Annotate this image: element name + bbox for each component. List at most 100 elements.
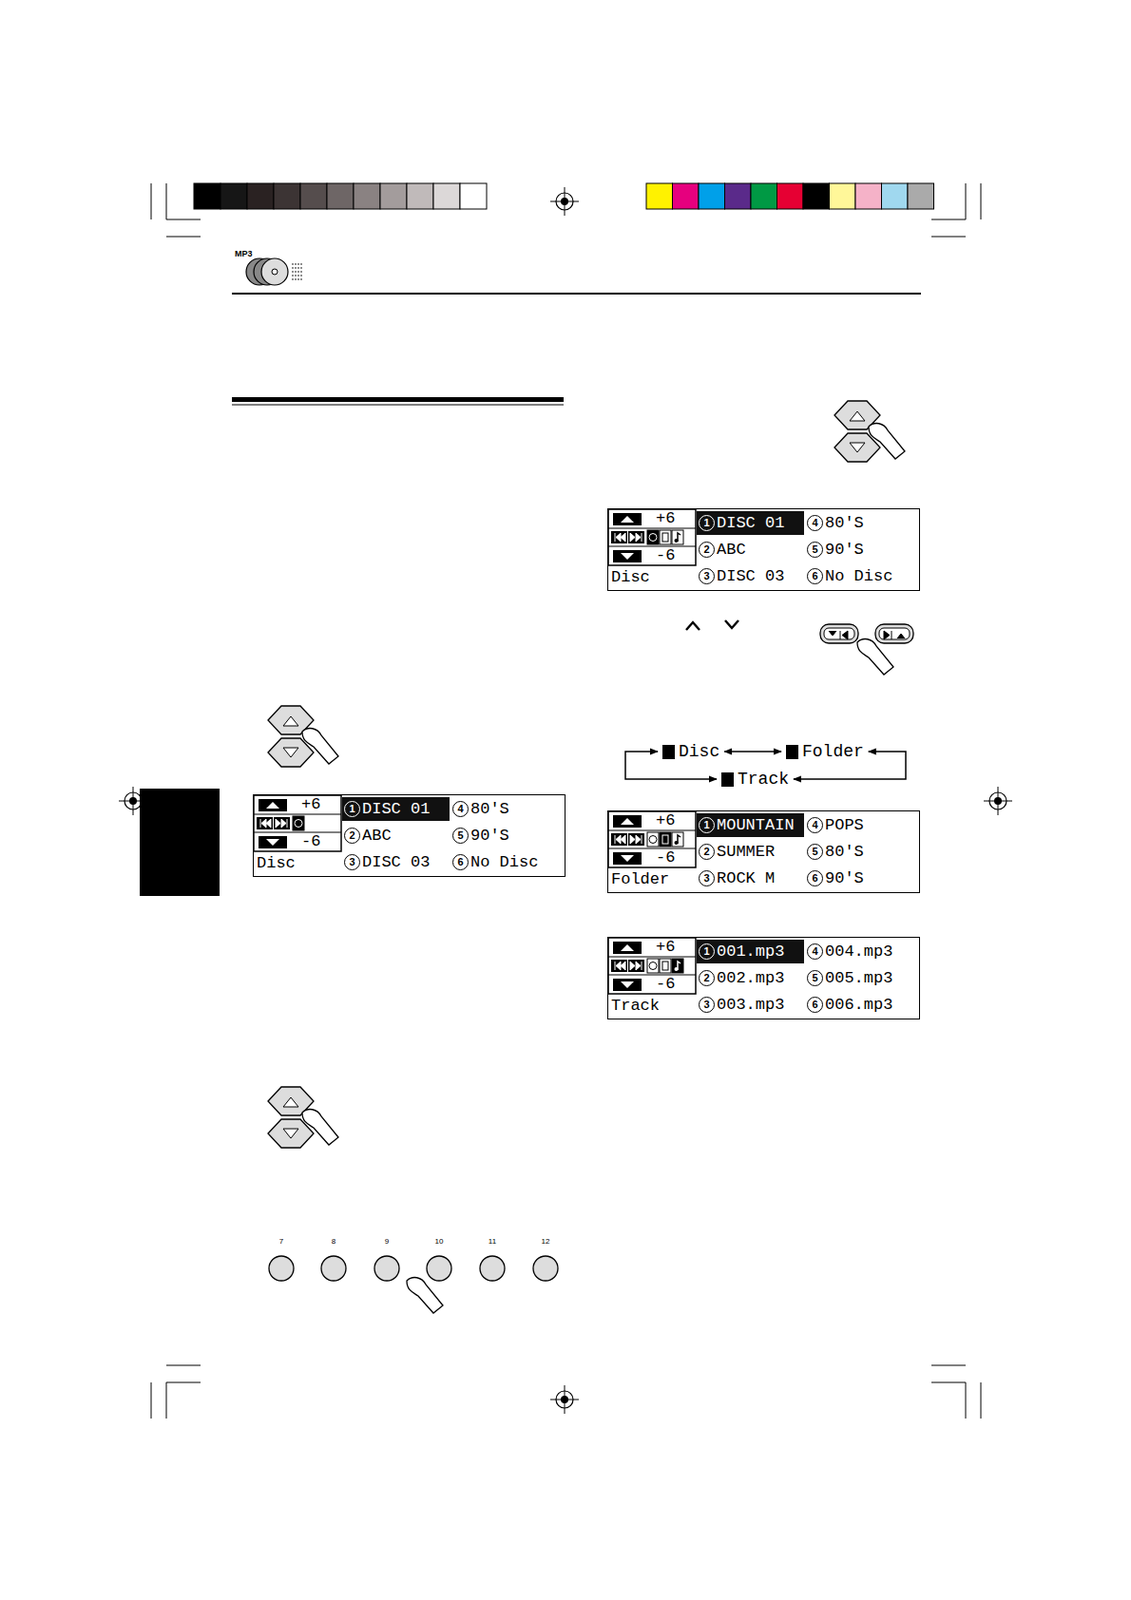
color-swatch xyxy=(725,183,752,210)
preset-number: 1 xyxy=(698,943,715,960)
preset-number: 6 xyxy=(806,568,824,585)
lcd-display: +6-6Folder1MOUNTAIN2SUMMER3ROCK M4POPS58… xyxy=(607,810,921,894)
entry-name: DISC 03 xyxy=(362,853,430,873)
language-tab xyxy=(139,788,220,897)
mode-label: Track xyxy=(611,996,660,1016)
minus-count: -6 xyxy=(655,848,675,868)
grey-swatch xyxy=(406,183,434,210)
list-entry: 3DISC 03 xyxy=(696,564,805,589)
list-entry: 1001.mp3 xyxy=(696,939,805,964)
entry-name: 80'S xyxy=(824,843,864,863)
color-swatch xyxy=(646,183,673,210)
entry-name: DISC 03 xyxy=(716,567,785,587)
list-entry: 1DISC 01 xyxy=(696,511,805,536)
preset-number: 5 xyxy=(806,541,824,558)
entry-name: 006.mp3 xyxy=(824,996,893,1016)
list-entry: 2ABC xyxy=(696,537,805,562)
entry-name: 80'S xyxy=(470,800,510,820)
list-entry: 6No Disc xyxy=(450,850,558,875)
seek-buttons xyxy=(686,620,914,644)
minus-count: -6 xyxy=(301,832,321,852)
preset-number: 2 xyxy=(698,970,715,987)
minus-count: -6 xyxy=(655,975,675,995)
mode-icon xyxy=(785,745,799,760)
list-entry: 2002.mp3 xyxy=(696,966,805,991)
grey-swatch xyxy=(300,183,327,210)
preset-number: 2 xyxy=(344,827,361,844)
mode-step: Folder xyxy=(783,740,867,764)
color-swatch xyxy=(881,183,909,210)
list-entry: 590'S xyxy=(450,824,558,848)
registration-mark xyxy=(550,1385,579,1415)
lcd-display: +6-6Disc1DISC 012ABC3DISC 03480'S590'S6N… xyxy=(252,794,566,878)
lcd-display: +6-6Disc1DISC 012ABC3DISC 03480'S590'S6N… xyxy=(607,508,921,592)
color-swatch xyxy=(803,183,830,210)
entry-name: No Disc xyxy=(824,567,893,587)
mode-name: Track xyxy=(737,768,789,790)
preset-number: 5 xyxy=(806,843,824,861)
mode-icon xyxy=(662,745,675,760)
preset-number: 4 xyxy=(452,801,469,818)
list-entry: 6006.mp3 xyxy=(805,993,913,1017)
preset-number: 1 xyxy=(698,515,715,532)
list-entry: 1DISC 01 xyxy=(342,797,450,822)
number-button xyxy=(426,1256,452,1282)
section-rule xyxy=(231,397,564,403)
crop-mark xyxy=(931,183,981,237)
entry-name: 004.mp3 xyxy=(824,942,893,962)
finger xyxy=(406,1278,443,1314)
entry-name: ABC xyxy=(716,540,747,560)
preset-number: 1 xyxy=(344,801,361,818)
plus-count: +6 xyxy=(301,795,321,815)
grey-swatch xyxy=(193,183,221,210)
list-entry: 480'S xyxy=(450,797,558,822)
preset-number: 3 xyxy=(698,568,715,585)
preset-number: 4 xyxy=(806,943,824,960)
list-entry: 1MOUNTAIN xyxy=(696,813,805,838)
preset-number: 1 xyxy=(698,817,715,834)
entry-name: MOUNTAIN xyxy=(716,816,795,836)
cycle-arrow xyxy=(724,750,782,753)
preset-number: 5 xyxy=(806,970,824,987)
preset-number: 4 xyxy=(806,817,824,834)
entry-name: 90'S xyxy=(470,826,510,846)
crop-mark xyxy=(931,1365,981,1419)
entry-name: 001.mp3 xyxy=(716,942,785,962)
entry-name: SUMMER xyxy=(716,843,775,863)
preset-number: 6 xyxy=(452,854,469,871)
color-swatch xyxy=(698,183,726,210)
plus-count: +6 xyxy=(655,938,675,958)
crop-mark xyxy=(151,183,201,237)
button-number: 7 xyxy=(279,1237,284,1247)
number-button xyxy=(533,1256,558,1282)
grey-swatch xyxy=(433,183,461,210)
entry-name: 003.mp3 xyxy=(716,996,785,1016)
button-number: 11 xyxy=(488,1237,497,1247)
finger xyxy=(302,728,339,765)
list-entry: 690'S xyxy=(805,866,913,891)
list-entry: 4004.mp3 xyxy=(805,939,913,964)
mp3-disc-icon xyxy=(246,258,303,286)
grey-swatch xyxy=(326,183,354,210)
entry-name: DISC 01 xyxy=(716,514,785,534)
mode-name: Disc xyxy=(678,741,720,763)
color-swatch xyxy=(777,183,805,210)
grey-swatch xyxy=(220,183,248,210)
number-button xyxy=(374,1256,400,1282)
mode-label: Disc xyxy=(611,568,651,588)
button-number: 9 xyxy=(384,1237,389,1247)
header-rule xyxy=(231,292,921,295)
list-entry: 6No Disc xyxy=(805,564,913,589)
entry-name: 002.mp3 xyxy=(716,969,785,989)
number-button xyxy=(321,1256,346,1282)
entry-name: ABC xyxy=(362,826,392,846)
grey-swatch xyxy=(247,183,274,210)
mode-icon xyxy=(721,772,734,787)
list-entry: 5005.mp3 xyxy=(805,966,913,991)
button-number: 10 xyxy=(435,1237,444,1247)
list-entry: 2SUMMER xyxy=(696,840,805,864)
minus-count: -6 xyxy=(655,546,675,566)
lcd-display: +6-6Track1001.mp32002.mp33003.mp34004.mp… xyxy=(607,937,921,1020)
grey-swatch xyxy=(353,183,381,210)
